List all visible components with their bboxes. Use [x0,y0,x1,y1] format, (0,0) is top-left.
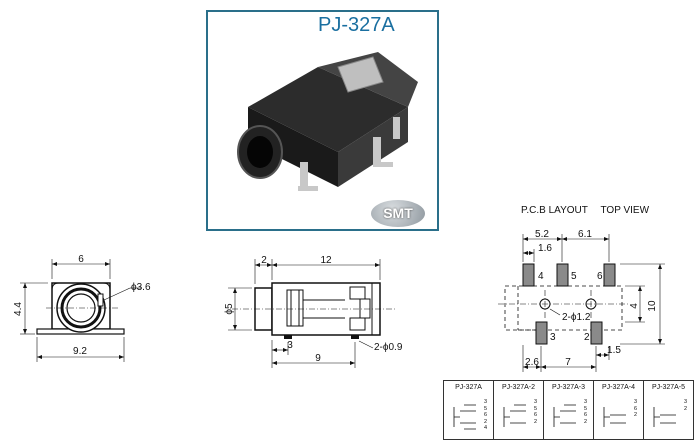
pcb-view-title: TOP VIEW [600,205,650,216]
smt-badge: SMT [371,200,425,227]
front-width-label: 6 [78,254,84,265]
variant-cell: PJ-327A-3 3 5 6 2 [544,381,594,439]
variant-name: PJ-327A-2 [501,384,536,391]
variant-schematic [503,404,526,427]
product-photo [237,52,418,191]
pad-2 [590,321,603,345]
side-bottom-total-label: 9 [315,353,321,364]
pad-4 [522,263,535,287]
pcb-dim-4: 4 [629,303,640,309]
variant-pin: 3 [483,399,487,405]
variant-pin: 3 [583,399,587,405]
variant-name: PJ-327A-3 [551,384,586,391]
side-pin-label: 2-ϕ0.9 [374,342,403,353]
product-photo-frame [206,10,439,231]
variant-pin: 2 [483,418,487,425]
variant-pin: 5 [483,405,487,412]
variant-schematic [653,407,676,427]
variant-pin: 2 [533,418,537,425]
variant-pin: 3 [683,399,687,405]
pad-label-6: 6 [597,271,603,282]
pad-3 [535,321,548,345]
variant-pin-list: 3 6 2 [634,399,637,419]
pad-label-4: 4 [538,271,544,282]
variant-pin: 5 [533,405,537,412]
side-bottom-left-label: 3 [287,340,293,351]
pad-label-2: 2 [584,332,590,343]
front-height-label: 4.4 [13,302,24,316]
variant-schematic [453,404,476,430]
variant-pin: 3 [533,399,537,405]
variant-pin: 6 [483,412,487,418]
side-top-total-label: 12 [320,255,332,266]
variant-cell: PJ-327A 3 5 6 2 4 [444,381,494,439]
pcb-dim-1-6: 1.6 [538,243,552,254]
variant-cell: PJ-327A-5 3 2 [644,381,693,439]
pad-label-3: 3 [550,332,556,343]
pcb-dim-10: 10 [647,300,658,312]
variant-name: PJ-327A-5 [651,384,686,391]
pad-6 [603,263,616,287]
side-top-left-label: 2 [261,255,267,266]
pad-5 [556,263,569,287]
pcb-dim-1-5: 1.5 [607,345,621,356]
variant-pin: 2 [633,412,637,418]
front-hole-label: ϕ3.6 [131,282,151,293]
side-view [228,259,395,368]
model-title: PJ-327A [318,14,395,36]
variant-pin: 3 [633,399,637,405]
variant-pin-list: 3 5 6 2 [584,399,587,425]
variant-cell: PJ-327A-2 3 5 6 2 [494,381,544,439]
variant-schematic [553,404,576,427]
front-base-label: 9.2 [73,346,87,357]
side-height-label: ϕ5 [224,303,235,315]
pcb-layout-heading: P.C.B LAYOUT TOP VIEW [521,205,659,216]
pcb-layout [498,234,665,372]
variant-pin: 5 [583,405,587,412]
variant-pin: 6 [633,405,637,412]
pcb-dim-6-1: 6.1 [578,229,592,240]
variant-pin: 4 [483,425,487,431]
variant-pin-list: 3 5 6 2 [534,399,537,425]
variant-cell: PJ-327A-4 3 6 2 [594,381,644,439]
variant-name: PJ-327A [455,384,482,391]
pcb-layout-title: P.C.B LAYOUT [521,205,588,216]
variant-schematic [603,407,626,427]
variant-pin: 2 [583,418,587,425]
pcb-dim-5-2: 5.2 [535,229,549,240]
variant-pin: 6 [583,412,587,418]
pcb-dim-holes: 2-ϕ1.2 [562,312,591,323]
variant-name: PJ-327A-4 [601,384,636,391]
variant-pin-list: 3 2 [684,399,687,412]
variant-pin: 2 [683,405,687,412]
front-view [20,259,142,362]
pcb-dim-7: 7 [565,357,571,368]
variants-table: PJ-327A 3 5 6 2 4 PJ-327A-2 3 5 6 2 PJ-3… [443,380,694,440]
variant-pin-list: 3 5 6 2 4 [484,399,487,432]
pad-label-5: 5 [571,271,577,282]
variant-pin: 6 [533,412,537,418]
pcb-dim-2-6: 2.6 [525,357,539,368]
